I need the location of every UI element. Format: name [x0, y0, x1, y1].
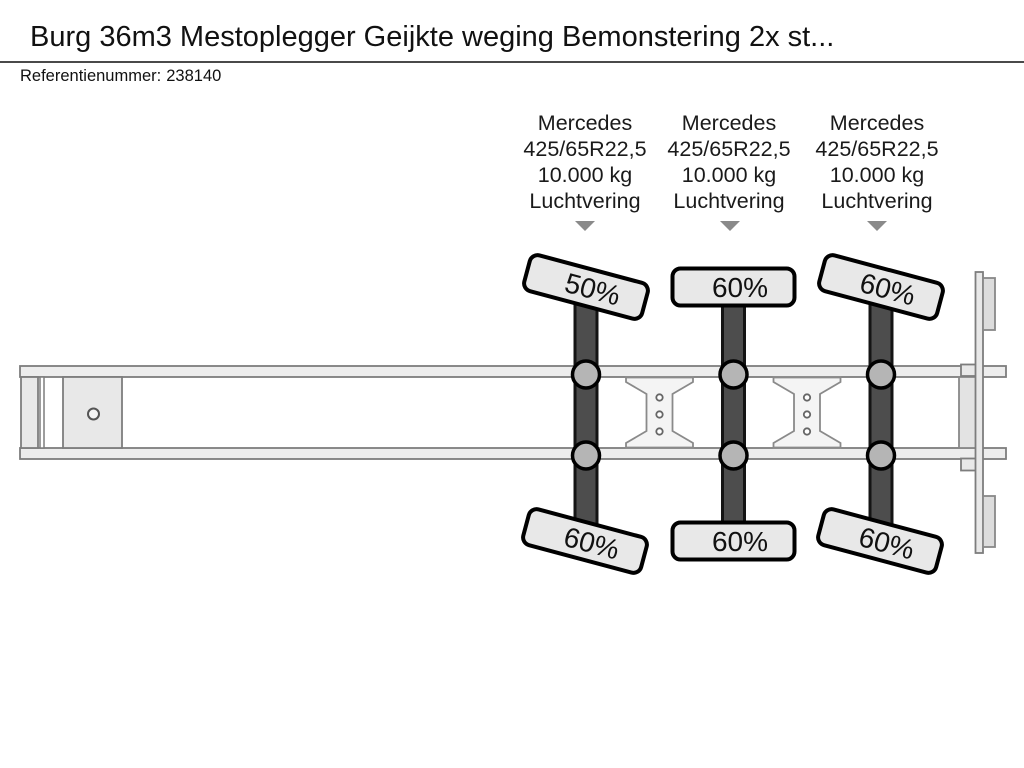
- axle-load: 10.000 kg: [830, 163, 924, 187]
- bolt-hole: [655, 410, 664, 419]
- arrow-down-icon: [720, 221, 740, 231]
- bolt-hole: [802, 393, 812, 402]
- tire-wear-label: 60%: [712, 272, 768, 303]
- tire-wear-label: 60%: [712, 526, 768, 557]
- axle-suspension: Luchtvering: [529, 189, 640, 213]
- axle-load: 10.000 kg: [538, 163, 632, 187]
- page-title: Burg 36m3 Mestoplegger Geijkte weging Be…: [30, 21, 835, 53]
- chassis: [19, 271, 1007, 554]
- hub-top: [718, 359, 749, 390]
- hub-top: [865, 359, 897, 390]
- tire-shape: [670, 266, 797, 308]
- tire-bottom: 60%: [521, 507, 649, 575]
- arrow-down-icon: [575, 221, 595, 231]
- axle-1-info: Mercedes 425/65R22,5 10.000 kg Luchtveri…: [523, 111, 647, 231]
- tire-bottom: 60%: [670, 520, 797, 562]
- tire-shape: [521, 507, 649, 575]
- tire-top: 60%: [670, 266, 797, 308]
- axle-3-info: Mercedes 425/65R22,5 10.000 kg Luchtveri…: [815, 111, 939, 231]
- arrow-down-icon: [867, 221, 887, 231]
- rear-end: [958, 271, 996, 554]
- axle-2: 60% 60% Mercedes 425/65R22,5 10.000 kg L…: [667, 111, 797, 562]
- rear-bracket-bottom: [960, 457, 977, 472]
- bolt-hole: [655, 427, 664, 436]
- chassis-bottom-rail: [19, 447, 1007, 460]
- axle-3: 60% 60% Mercedes 425/65R22,5 10.000 kg L…: [815, 111, 945, 575]
- reference-label: Referentienummer:: [20, 67, 162, 85]
- tire-shape: [816, 507, 944, 575]
- bolt-hole: [802, 410, 812, 419]
- chassis-top-rail: [19, 365, 1007, 378]
- tire-top: 60%: [817, 253, 945, 321]
- axle-1: 50% 60% Mercedes 425/65R22,5 10.000 kg L…: [521, 111, 650, 575]
- axle-load: 10.000 kg: [682, 163, 776, 187]
- tire-shape: [670, 520, 797, 562]
- hub-bottom: [718, 440, 749, 471]
- axle-brand: Mercedes: [538, 111, 632, 135]
- axle-brand: Mercedes: [682, 111, 776, 135]
- tire-top: 50%: [522, 253, 650, 321]
- axle-tire-size: 425/65R22,5: [667, 137, 790, 161]
- crossmember-2: [772, 376, 842, 449]
- axle-tire-size: 425/65R22,5: [815, 137, 938, 161]
- rear-marker-top: [982, 277, 996, 331]
- bolt-hole: [655, 393, 664, 402]
- crossmember-1: [625, 376, 694, 449]
- bolt-hole: [802, 427, 812, 436]
- tire-shape: [522, 253, 650, 321]
- front-thin-crossmember: [39, 376, 45, 449]
- axle-beam: [868, 294, 894, 533]
- kingpin: [87, 407, 100, 421]
- rear-bumper-bar: [974, 271, 984, 554]
- axle-beam: [721, 294, 746, 533]
- hub-top: [570, 359, 602, 390]
- hub-bottom: [570, 440, 602, 471]
- tire-bottom: 60%: [816, 507, 944, 575]
- axle-beam: [573, 294, 599, 533]
- rear-marker-bottom: [982, 495, 996, 548]
- reference-number: Referentienummer:238140: [20, 67, 221, 86]
- header-divider: [0, 61, 1024, 63]
- axle-tire-size: 425/65R22,5: [523, 137, 646, 161]
- axle-suspension: Luchtvering: [673, 189, 784, 213]
- hub-bottom: [865, 440, 897, 471]
- reference-value: 238140: [166, 67, 222, 85]
- axle-suspension: Luchtvering: [821, 189, 932, 213]
- rear-bracket-top: [960, 363, 977, 377]
- front-crossmember: [20, 376, 39, 449]
- axle-2-info: Mercedes 425/65R22,5 10.000 kg Luchtveri…: [667, 111, 791, 231]
- tire-shape: [817, 253, 945, 321]
- axle-brand: Mercedes: [830, 111, 924, 135]
